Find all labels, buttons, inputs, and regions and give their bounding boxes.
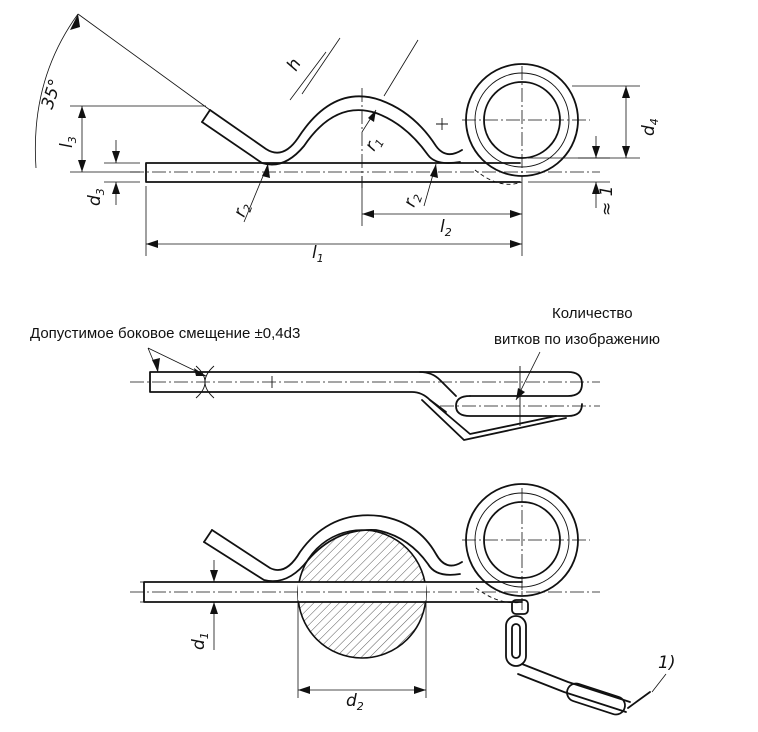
r2-right-label: r2 [400, 190, 425, 211]
r1-label: r1 [361, 132, 387, 155]
d1-label: d1 [189, 632, 211, 650]
d4-label: d4 [639, 118, 661, 136]
turns-note-line1: Количество [552, 305, 633, 322]
straight-leg [145, 162, 521, 183]
turns-note-line2: витков по изображению [494, 331, 660, 348]
top-view: Допустимое боковое смещение ±0,4d3 Колич… [30, 305, 660, 441]
h-label: h [283, 55, 306, 74]
d3-label: d3 [85, 188, 107, 206]
wavy-leg-outer [209, 95, 463, 156]
top-straight-leg [149, 371, 457, 413]
d2-label: d2 [346, 691, 364, 713]
l1-label: l1 [312, 243, 324, 265]
l3-label: l3 [57, 136, 79, 148]
angle-label: 35° [38, 77, 66, 112]
wavy-leg-inner [201, 109, 461, 166]
lateral-offset-note: Допустимое боковое смещение ±0,4d3 [30, 325, 300, 342]
front-view: 35° l3 d3 h r1 r2 [34, 13, 661, 265]
mounted-view: d1 d2 1) [130, 483, 675, 716]
l2-label: l2 [440, 217, 452, 239]
gap-label: ≈ 1 [597, 186, 617, 216]
footnote-label: 1) [658, 653, 675, 673]
chain [505, 599, 651, 716]
